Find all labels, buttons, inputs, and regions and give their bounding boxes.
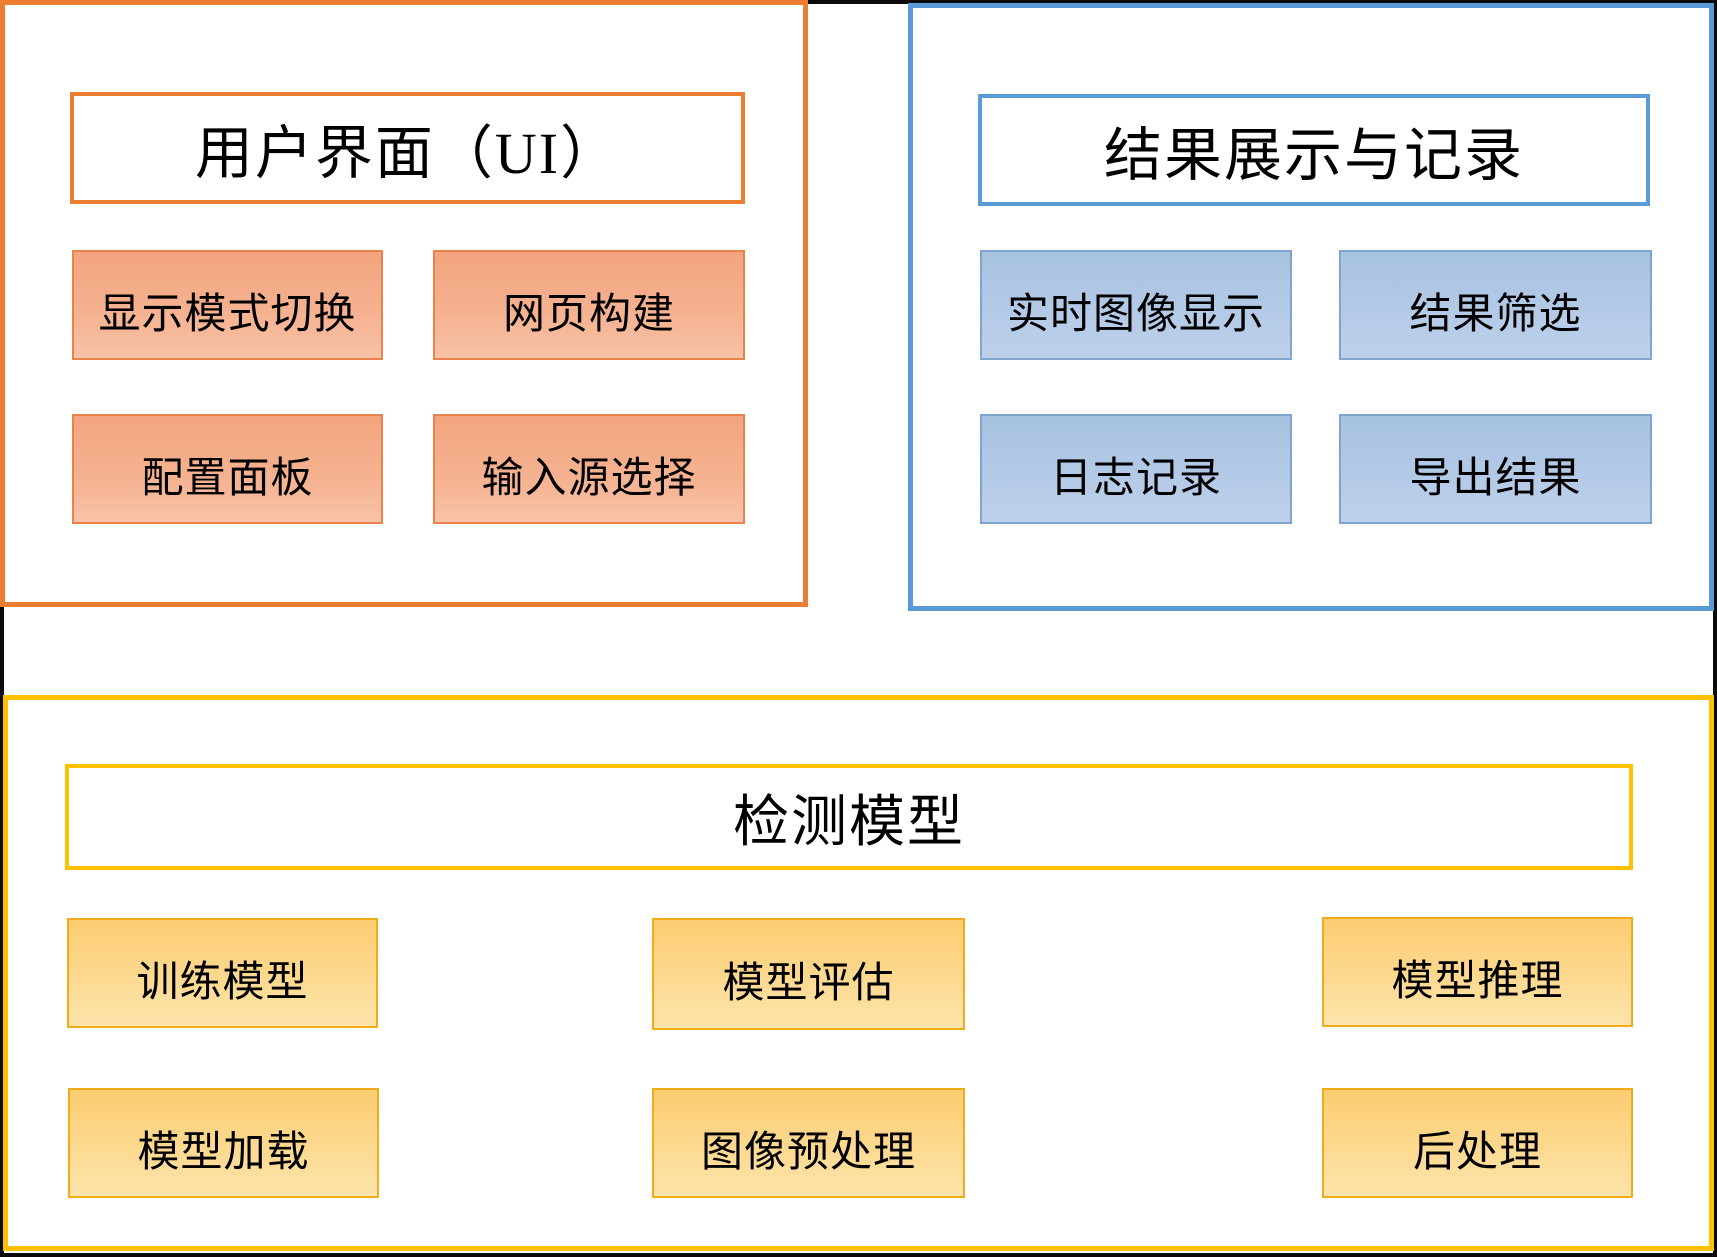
box-model-evaluation: 模型评估 <box>652 918 965 1030</box>
box-log-record: 日志记录 <box>980 414 1292 524</box>
section-user-interface-title: 用户界面（UI） <box>70 92 745 204</box>
box-image-preprocess: 图像预处理 <box>652 1088 965 1198</box>
section-results-display-title: 结果展示与记录 <box>978 94 1650 206</box>
box-model-load: 模型加载 <box>68 1088 379 1198</box>
box-config-panel: 配置面板 <box>72 414 383 524</box>
box-display-mode-switch: 显示模式切换 <box>72 250 383 360</box>
box-export-results: 导出结果 <box>1339 414 1652 524</box>
box-result-filter: 结果筛选 <box>1339 250 1652 360</box>
box-webpage-build: 网页构建 <box>433 250 745 360</box>
box-postprocess: 后处理 <box>1322 1088 1633 1198</box>
box-realtime-image-display: 实时图像显示 <box>980 250 1292 360</box>
box-model-inference: 模型推理 <box>1322 917 1633 1027</box>
box-input-source-select: 输入源选择 <box>433 414 745 524</box>
section-detection-model-title: 检测模型 <box>65 764 1633 870</box>
box-train-model: 训练模型 <box>67 918 378 1028</box>
